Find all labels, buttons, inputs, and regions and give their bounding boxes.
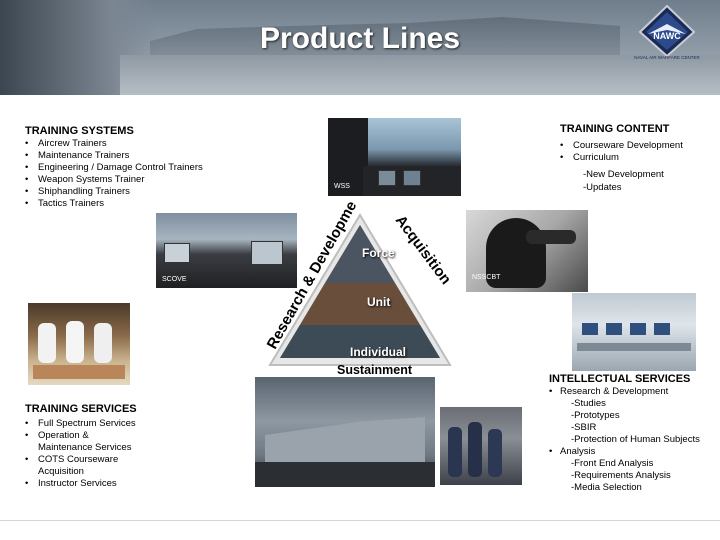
list-item-label: Instructor Services <box>38 478 117 489</box>
nawc-logo-text: NAWC <box>653 31 681 41</box>
list-item-label: Engineering / Damage Control Trainers <box>38 162 203 173</box>
bullet-icon: • <box>25 150 29 161</box>
bullet-icon: • <box>549 386 553 397</box>
list-item: • Tactics Trainers <box>25 198 203 210</box>
list-item: • Operation & <box>25 430 136 442</box>
list-item: • Engineering / Damage Control Trainers <box>25 162 203 174</box>
list-item: • Curriculum <box>560 152 683 164</box>
triangle-unit-label: Unit <box>367 295 391 309</box>
bullet-icon: • <box>25 430 29 441</box>
list-item: • Instructor Services <box>25 478 136 490</box>
list-item-label: Analysis <box>560 446 596 457</box>
list-item-label: Tactics Trainers <box>38 198 104 209</box>
sub-item: -Requirements Analysis <box>571 470 671 481</box>
bullet-icon: • <box>25 198 29 209</box>
training-services-heading: TRAINING SERVICES <box>25 403 137 415</box>
list-item-label: Aircrew Trainers <box>38 138 107 149</box>
right-arc-label: Acquisition <box>392 212 455 288</box>
list-item-label: Courseware Development <box>573 140 683 151</box>
bullet-icon: • <box>549 446 553 457</box>
list-item-label: Curriculum <box>573 152 619 163</box>
nawc-logo: NAWC <box>638 4 696 58</box>
list-item-label: Shiphandling Trainers <box>38 186 130 197</box>
header-banner <box>0 0 720 95</box>
sub-item: -Studies <box>571 398 606 409</box>
list-item-label: Maintenance Trainers <box>38 150 130 161</box>
bullet-icon: • <box>560 152 564 163</box>
triangle-force-label: Force <box>362 246 395 260</box>
bullet-icon: • <box>560 140 564 151</box>
list-item: • Weapon Systems Trainer <box>25 174 203 186</box>
triangle-individual-tier <box>280 325 440 358</box>
list-item-label: COTS Courseware <box>38 454 119 465</box>
binoculars-caption: NSSCBT <box>472 274 501 281</box>
list-item: • Courseware Development <box>560 140 683 152</box>
list-item-continuation: Acquisition <box>38 466 84 477</box>
triangle-unit-tier <box>300 283 420 325</box>
bridge-simulator-caption: SCOVE <box>162 276 187 283</box>
list-item: • Full Spectrum Services <box>25 418 136 430</box>
bullet-icon: • <box>25 454 29 465</box>
list-item-label: Full Spectrum Services <box>38 418 136 429</box>
galley-crew-photo <box>28 303 130 385</box>
sub-item: -New Development <box>583 169 664 180</box>
training-content-heading: TRAINING CONTENT <box>560 123 670 135</box>
cockpit-photo: WSS <box>328 118 461 196</box>
training-systems-heading: TRAINING SYSTEMS <box>25 125 134 137</box>
bullet-icon: • <box>25 478 29 489</box>
triangle-sustainment-label: Sustainment <box>337 363 413 377</box>
computer-lab-photo <box>572 293 696 371</box>
intellectual-services-heading: INTELLECTUAL SERVICES <box>549 373 691 385</box>
training-content-list: • Courseware Development • Curriculum <box>560 140 683 164</box>
sub-item: -Prototypes <box>571 410 620 421</box>
bullet-icon: • <box>25 138 29 149</box>
triangle-force-tier <box>325 225 395 283</box>
sailors-photo <box>440 407 522 485</box>
list-item: • COTS Courseware <box>25 454 136 466</box>
list-item-label: Research & Development <box>560 386 669 397</box>
product-triangle-diagram: Research & Development Acquisition <box>255 180 455 366</box>
cockpit-photo-caption: WSS <box>334 183 350 190</box>
sub-item: -Media Selection <box>571 482 642 493</box>
bridge-simulator-photo: SCOVE <box>156 213 297 288</box>
list-item: • Shiphandling Trainers <box>25 186 203 198</box>
header-deck-photo <box>120 55 720 95</box>
list-item: • Maintenance Trainers <box>25 150 203 162</box>
intellectual-services-list: • Research & Development -Studies -Protot… <box>549 386 700 494</box>
list-item: • Research & Development <box>549 386 700 398</box>
bullet-icon: • <box>25 162 29 173</box>
list-item-continuation: Maintenance Services <box>38 442 132 453</box>
bullet-icon: • <box>25 174 29 185</box>
list-item-label: Operation & <box>38 430 89 441</box>
bullet-icon: • <box>25 186 29 197</box>
nawc-logo-caption: NAVAL AIR WARFARE CENTER <box>634 55 700 60</box>
sub-item: -SBIR <box>571 422 597 433</box>
training-services-list: • Full Spectrum Services • Operation & Mai… <box>25 418 136 490</box>
ship-pier-photo <box>255 377 435 487</box>
sub-item: -Protection of Human Subjects <box>571 434 700 445</box>
bullet-icon: • <box>25 418 29 429</box>
list-item-label: Weapon Systems Trainer <box>38 174 145 185</box>
sub-item: -Updates <box>583 182 622 193</box>
list-item: • Aircrew Trainers <box>25 138 203 150</box>
binoculars-photo: NSSCBT <box>466 210 588 292</box>
sub-item: -Front End Analysis <box>571 458 654 469</box>
list-item: • Analysis <box>549 446 700 458</box>
page-title: Product Lines <box>259 22 461 55</box>
training-systems-list: •Aircrew Trainers •Maintenance Trainers … <box>25 138 203 210</box>
footer-divider <box>0 520 720 521</box>
triangle-individual-label: Individual <box>350 345 407 359</box>
